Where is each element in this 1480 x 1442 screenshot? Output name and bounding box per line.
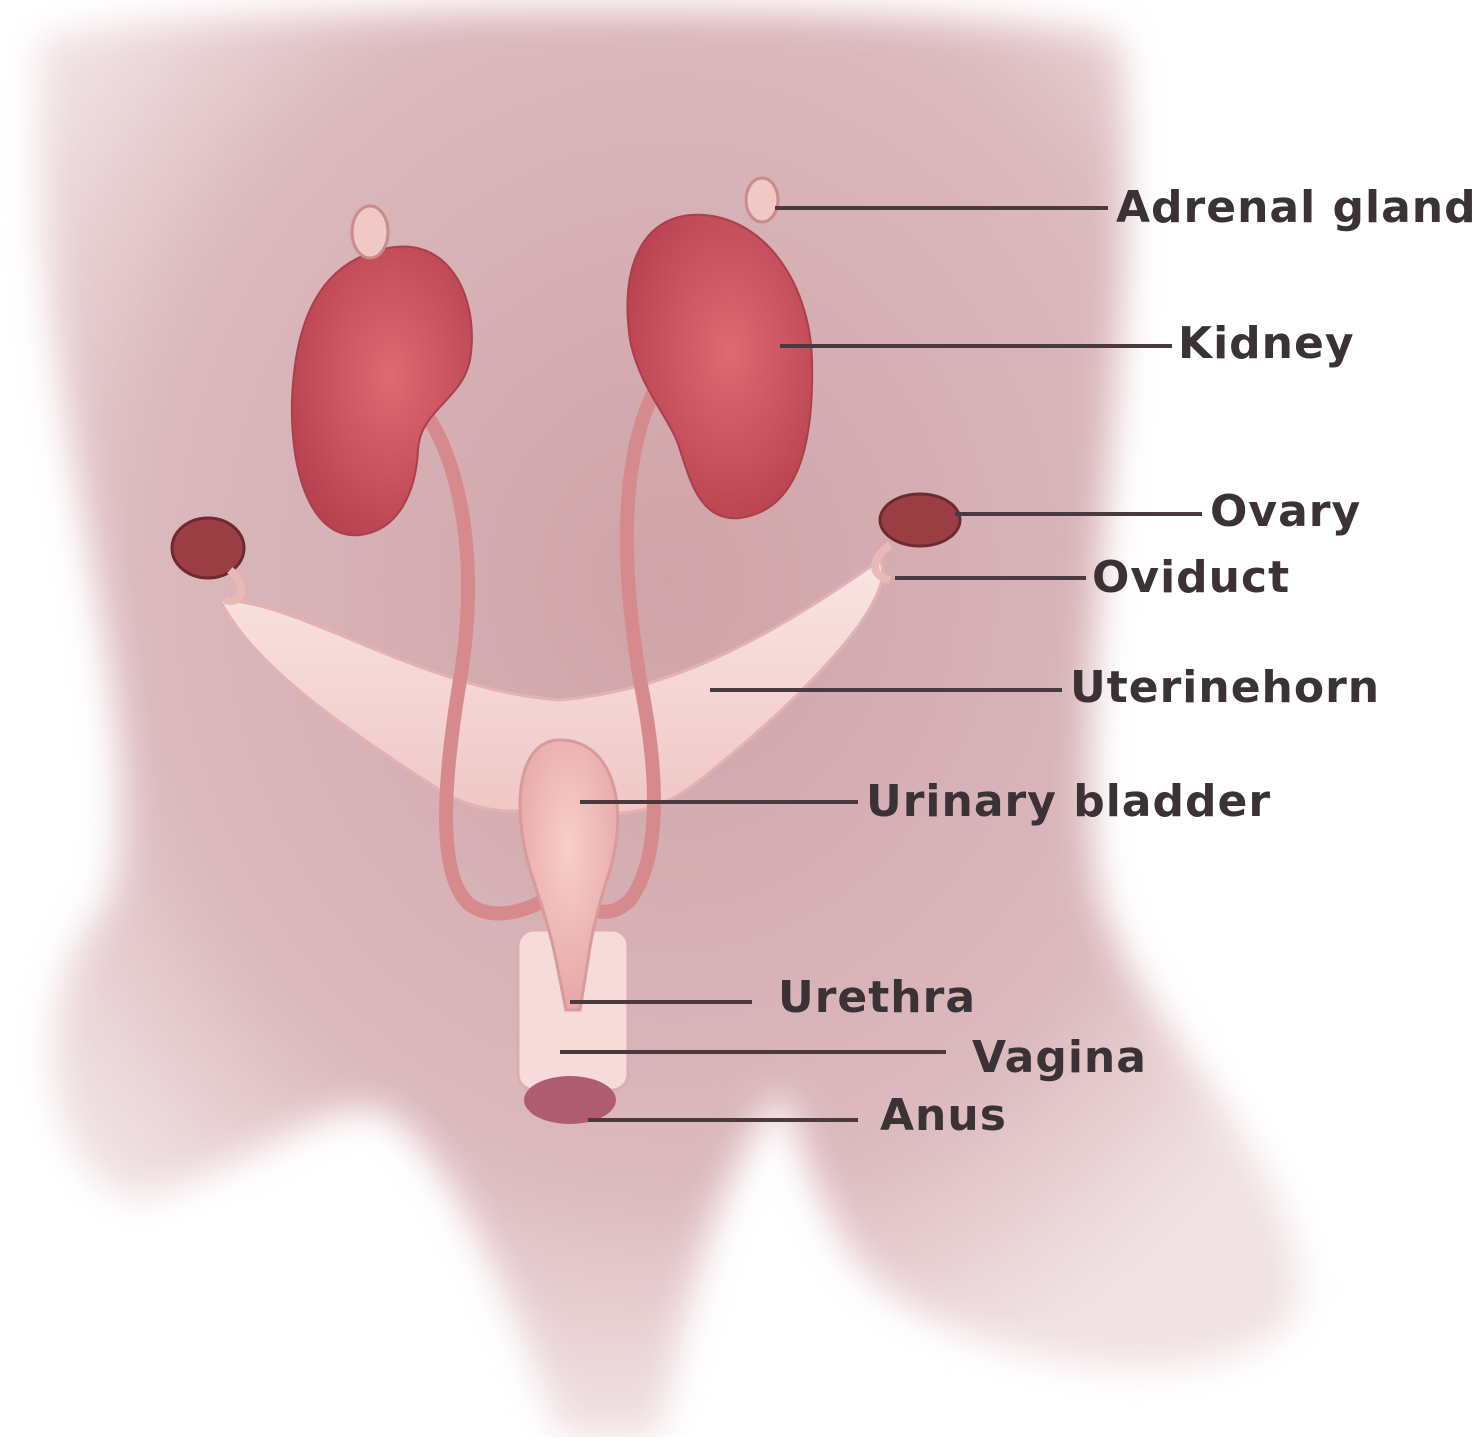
label-urinary-bladder: Urinary bladder [866,780,1271,824]
right-ovary-shape [880,494,960,546]
label-urethra: Urethra [778,976,976,1020]
label-ovary: Ovary [1210,490,1361,534]
label-oviduct: Oviduct [1092,556,1290,600]
label-kidney: Kidney [1178,322,1355,366]
label-anus: Anus [880,1094,1007,1138]
label-uterine-horn: Uterinehorn [1070,666,1380,710]
left-adrenal-gland-shape [352,206,388,258]
anus-shape [524,1076,616,1124]
right-adrenal-gland-shape [746,178,778,222]
label-vagina: Vagina [972,1036,1147,1080]
label-adrenal-gland: Adrenal gland [1116,186,1477,230]
